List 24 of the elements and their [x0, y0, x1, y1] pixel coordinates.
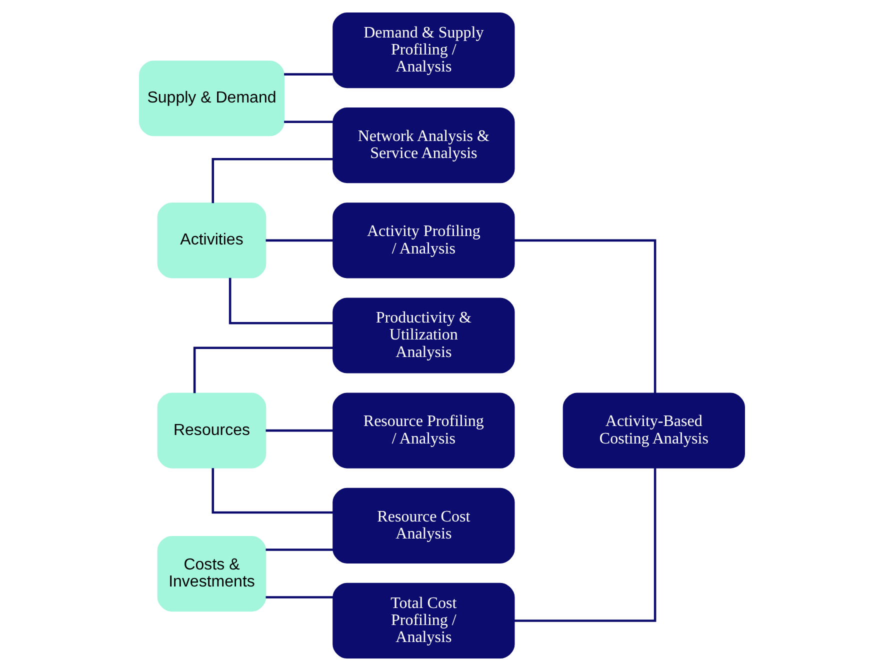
node-box: Total Cost Profiling / Analysis — [332, 582, 514, 659]
node-box: Demand & Supply Profiling / Analysis — [332, 12, 514, 88]
connector — [192, 346, 333, 394]
node-box: Activity-Based Costing Analysis — [562, 392, 744, 468]
connector — [265, 429, 333, 432]
connector — [228, 278, 333, 324]
connector — [284, 120, 332, 123]
node-box: Resources — [156, 392, 266, 468]
connector — [211, 158, 333, 204]
connector — [265, 239, 333, 242]
node-box: Network Analysis & Service Analysis — [332, 108, 514, 184]
node-box: Activity Profiling / Analysis — [332, 202, 514, 278]
connector — [514, 468, 656, 622]
node-box: Resource Cost Analysis — [332, 488, 514, 564]
connector — [265, 596, 333, 598]
node-box: Activities — [156, 202, 266, 278]
connector — [284, 73, 332, 76]
node-box: Productivity & Utilization Analysis — [332, 298, 514, 374]
connector — [265, 548, 333, 551]
node-box: Resource Profiling / Analysis — [332, 392, 514, 468]
connector — [211, 468, 333, 514]
node-box: Costs & Investments — [156, 536, 266, 612]
node-box: Supply & Demand — [138, 60, 284, 136]
connector — [514, 239, 656, 393]
